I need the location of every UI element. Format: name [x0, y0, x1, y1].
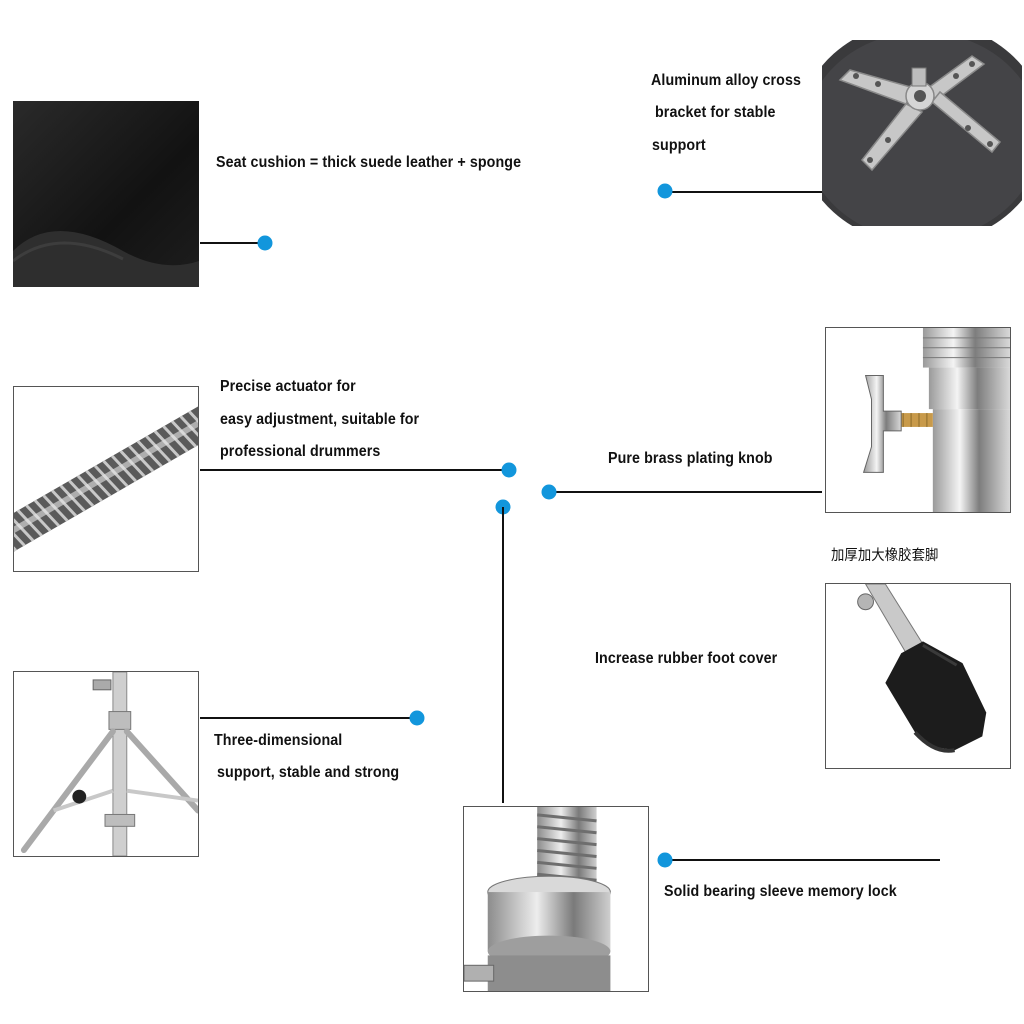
- leader-line-knob: [550, 491, 822, 493]
- callout-dot-bracket: [657, 183, 673, 199]
- label-support-line1: Three-dimensional: [214, 732, 343, 749]
- label-actuator-line3: professional drummers: [220, 443, 381, 460]
- callout-dot-actuator: [501, 462, 517, 478]
- tripod-base-photo: [13, 671, 199, 857]
- label-support-line2: support, stable and strong: [217, 764, 400, 781]
- leader-line-actuator: [200, 469, 508, 471]
- rubber-foot-photo: [825, 583, 1011, 769]
- label-rubber-foot: Increase rubber foot cover: [595, 650, 778, 667]
- leader-line-tripod: [200, 717, 416, 719]
- memory-lock-photo: [463, 806, 649, 992]
- leader-line-seat: [200, 242, 264, 244]
- label-bracket-line3: support: [652, 137, 706, 154]
- brass-knob-photo: [825, 327, 1011, 513]
- label-knob: Pure brass plating knob: [608, 450, 773, 467]
- label-actuator-line1: Precise actuator for: [220, 378, 356, 395]
- callout-dot-seat: [257, 235, 273, 251]
- callout-dot-knob: [541, 484, 557, 500]
- label-bracket-line2: bracket for stable: [655, 104, 776, 121]
- callout-dot-tripod: [409, 710, 425, 726]
- label-seat-cushion: Seat cushion = thick suede leather + spo…: [216, 154, 522, 171]
- label-rubber-foot-cn: 加厚加大橡胶套脚: [831, 548, 939, 564]
- cross-bracket-photo: [822, 40, 1022, 226]
- leader-line-memory-lock-vertical: [502, 507, 504, 803]
- label-memory-lock: Solid bearing sleeve memory lock: [664, 883, 897, 900]
- leader-line-bracket: [666, 191, 822, 193]
- label-bracket-line1: Aluminum alloy cross: [651, 72, 802, 89]
- callout-dot-memory-lock: [657, 852, 673, 868]
- label-actuator-line2: easy adjustment, suitable for: [220, 411, 420, 428]
- threaded-rod-photo: [13, 386, 199, 572]
- leader-line-memory-lock: [666, 859, 940, 861]
- seat-cushion-photo: [13, 101, 199, 287]
